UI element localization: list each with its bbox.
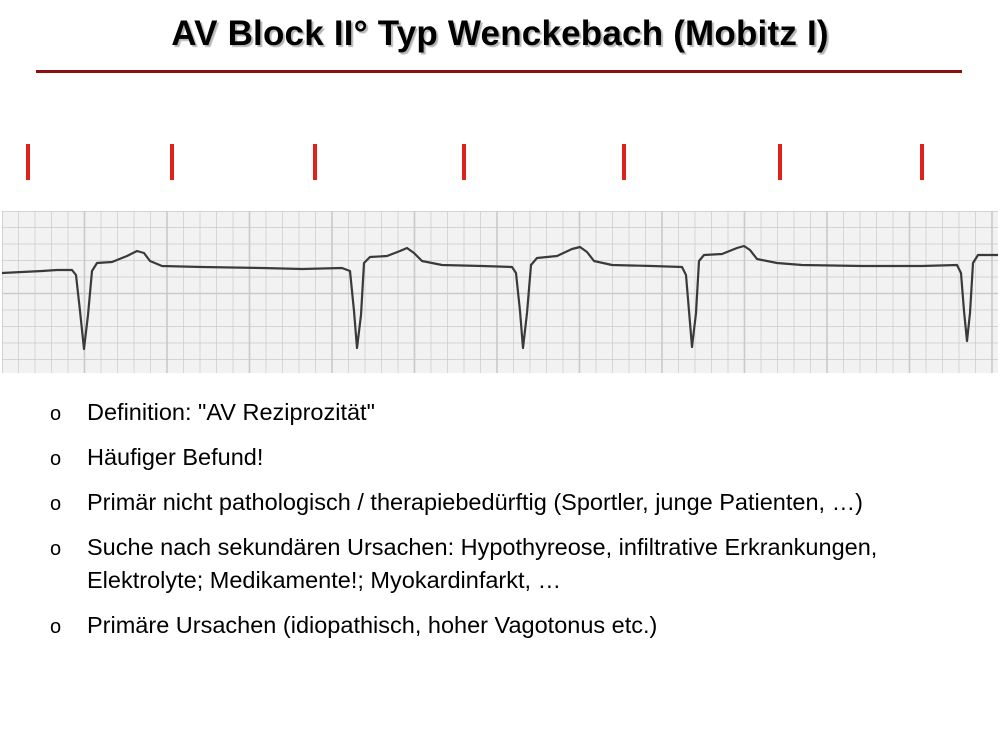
p-wave-marker bbox=[622, 144, 626, 180]
p-wave-marker bbox=[462, 144, 466, 180]
p-wave-marker bbox=[778, 144, 782, 180]
bullet-text: Suche nach sekundären Ursachen: Hypothyr… bbox=[87, 534, 878, 593]
bullet-marker: o bbox=[50, 616, 62, 638]
bullet-marker: o bbox=[50, 448, 62, 470]
bullet-marker: o bbox=[50, 493, 62, 515]
bullet-common-finding: o Häufiger Befund! bbox=[50, 441, 950, 474]
ecg-strip bbox=[2, 211, 998, 373]
p-wave-markers bbox=[0, 140, 1000, 186]
p-wave-marker bbox=[170, 144, 174, 180]
bullet-definition: o Definition: "AV Reziprozität" bbox=[50, 396, 950, 429]
p-wave-marker bbox=[313, 144, 317, 180]
bullet-text: Definition: "AV Reziprozität" bbox=[87, 399, 375, 425]
bullet-marker: o bbox=[50, 403, 62, 425]
bullet-text: Primäre Ursachen (idiopathisch, hoher Va… bbox=[87, 612, 658, 638]
slide-title: AV Block II° Typ Wenckebach (Mobitz I) bbox=[171, 14, 829, 53]
bullet-text: Primär nicht pathologisch / therapiebedü… bbox=[87, 489, 863, 515]
bullet-primary-causes: o Primäre Ursachen (idiopathisch, hoher … bbox=[50, 609, 950, 642]
bullet-not-pathological: o Primär nicht pathologisch / therapiebe… bbox=[50, 486, 950, 519]
ecg-trace bbox=[2, 244, 998, 351]
ecg-grid bbox=[2, 211, 998, 373]
bullet-list: o Definition: "AV Reziprozität" o Häufig… bbox=[50, 396, 950, 654]
bullet-text: Häufiger Befund! bbox=[87, 444, 264, 470]
bullet-secondary-causes: o Suche nach sekundären Ursachen: Hypoth… bbox=[50, 531, 950, 597]
bullet-marker: o bbox=[50, 538, 62, 560]
title-divider bbox=[36, 70, 962, 73]
p-wave-marker bbox=[26, 144, 30, 180]
p-wave-marker bbox=[920, 144, 924, 180]
